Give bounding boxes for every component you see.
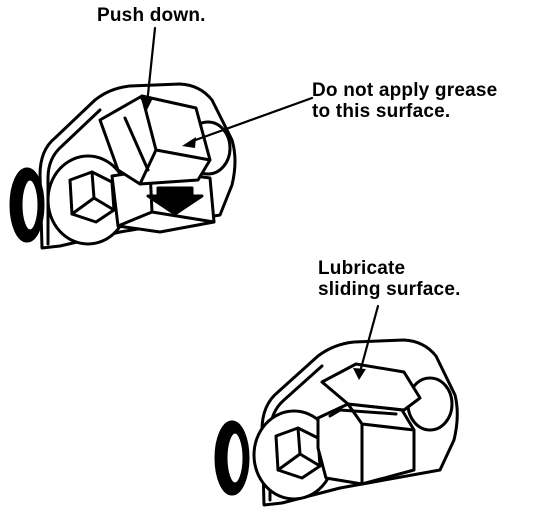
top-assembly (9, 26, 314, 250)
push-down-leader-head (140, 98, 153, 110)
top-bolt-facet (70, 170, 116, 216)
bottom-slide-edge (328, 408, 398, 418)
top-bracket-edge (46, 108, 102, 246)
lubricate-leader (358, 304, 380, 374)
top-pad-face (138, 94, 212, 186)
bottom-bolt-facet (276, 426, 322, 472)
bottom-rear-hub (406, 376, 454, 432)
lubricate-line-1: Lubricate (318, 258, 406, 279)
lubricate-line-2: sliding surface. (318, 279, 461, 300)
push-down-arrow-icon (146, 186, 204, 216)
lubricate-leader-head (353, 368, 366, 380)
no-grease-line-1: Do not apply grease (312, 80, 498, 101)
push-down-text: Push down. (97, 5, 206, 26)
top-pad-edge (123, 116, 150, 172)
no-grease-line-2: to this surface. (312, 101, 451, 122)
no-grease-callout: Do not apply grease to this surface. (312, 80, 497, 122)
lubricate-callout: Lubricate sliding surface. (318, 258, 461, 300)
top-washer-inner (19, 177, 41, 233)
push-down-leader (145, 26, 157, 106)
no-grease-leader-head (182, 137, 196, 148)
no-grease-leader (188, 96, 314, 144)
bottom-assembly (214, 304, 459, 507)
push-down-callout: Push down. (97, 5, 206, 26)
bottom-washer-inner (224, 430, 246, 486)
bottom-sliding-plate (320, 362, 422, 412)
